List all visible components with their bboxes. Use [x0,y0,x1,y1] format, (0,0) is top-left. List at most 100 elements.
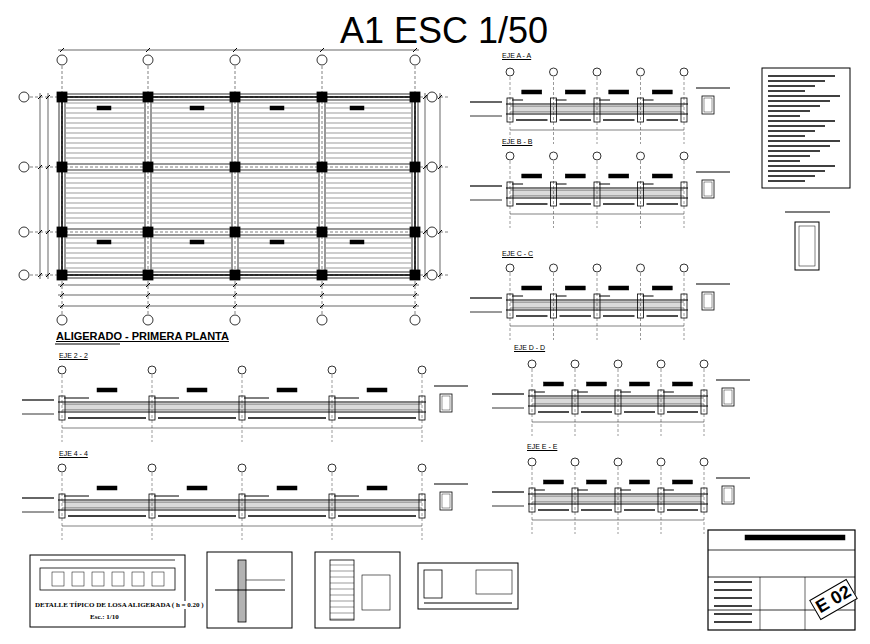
drawing-rect [551,294,557,318]
drawing-line [492,506,524,507]
drawing-line [290,502,291,508]
drawing-line [58,412,426,413]
drawing-line [152,404,153,410]
drawing-line [768,80,825,82]
drawing-rect [410,92,420,102]
drawing-line [656,302,657,308]
axis-bubble [637,152,645,160]
drawing-line [628,106,629,112]
drawing-line [560,398,561,404]
drawing-line [570,398,571,404]
drawing-line [628,190,629,196]
drawing-line [152,143,231,144]
drawing-rect [230,162,240,172]
drawing-line [642,496,643,502]
drawing-line [694,496,695,502]
drawing-line [92,502,93,508]
drawing-line [314,502,315,508]
drawing-line [308,502,309,508]
drawing-line [572,496,573,502]
drawing-rect [329,396,335,420]
drawing-line [256,404,257,410]
drawing-line [574,190,575,196]
drawing-line [636,496,637,502]
drawing-line [768,100,830,102]
drawing-line [590,106,591,112]
drawing-line [226,404,227,410]
drawing-line [90,404,91,410]
drawing-line [240,404,241,410]
drawing-line [568,302,569,308]
drawing-rect [722,486,734,504]
drawing-line [40,93,41,279]
drawing-line [670,106,671,112]
drawing-line [376,502,377,508]
drawing-line [548,302,549,308]
drawing-line [575,369,576,436]
drawing-line [438,230,442,234]
drawing-line [418,502,419,508]
drawing-line [406,404,407,410]
drawing-line [204,404,205,410]
axis-bubble [418,366,426,374]
drawing-line [614,302,615,308]
drawing-line [608,190,609,196]
drawing-line [239,128,318,129]
drawing-line [630,302,631,308]
drawing-line [248,502,249,508]
drawing-line [768,170,825,172]
drawing-line [572,398,573,404]
drawing-line [239,208,318,209]
drawing-line [242,473,243,540]
drawing-line [540,106,541,112]
drawing-label: EJE 2 - 2 [57,352,90,359]
drawing-line [90,502,91,508]
drawing-rect [190,106,204,110]
drawing-line [606,496,607,502]
drawing-line [694,398,695,404]
drawing-line [186,502,187,508]
drawing-line [239,153,318,154]
drawing-line [318,502,319,508]
drawing-line [603,315,635,316]
drawing-line [606,190,607,196]
drawing-line [239,203,318,204]
drawing-line [528,106,529,112]
drawing-line [310,502,311,508]
drawing-rect [658,488,664,512]
drawing-line [578,106,579,112]
drawing-line [663,490,674,491]
drawing-rect [330,560,354,620]
drawing-line [768,105,820,107]
drawing-line [628,496,629,502]
drawing-line [338,515,416,516]
drawing-line [294,502,295,508]
drawing-line [584,106,585,112]
drawing-rect [319,97,325,275]
axis-bubble [680,264,688,272]
drawing-line [80,502,81,508]
drawing-rect [609,90,629,94]
drawing-line [22,414,54,415]
drawing-line [438,273,442,277]
drawing-line [532,520,704,521]
drawing-line [646,398,647,404]
drawing-label: Esc.: 1/10 [88,613,121,621]
drawing-line [66,213,144,214]
drawing-line [362,502,363,508]
drawing-line [76,404,77,410]
drawing-line [618,190,619,196]
drawing-line [326,253,411,254]
drawing-line [620,190,621,196]
drawing-line [370,404,371,410]
drawing-line [258,502,259,508]
drawing-line [423,95,427,99]
drawing-line [553,77,554,144]
drawing-line [66,128,144,129]
drawing-line [654,190,655,196]
drawing-line [630,190,631,196]
drawing-line [556,302,557,308]
drawing-line [546,106,547,112]
drawing-line [239,193,318,194]
drawing-line [366,502,367,508]
